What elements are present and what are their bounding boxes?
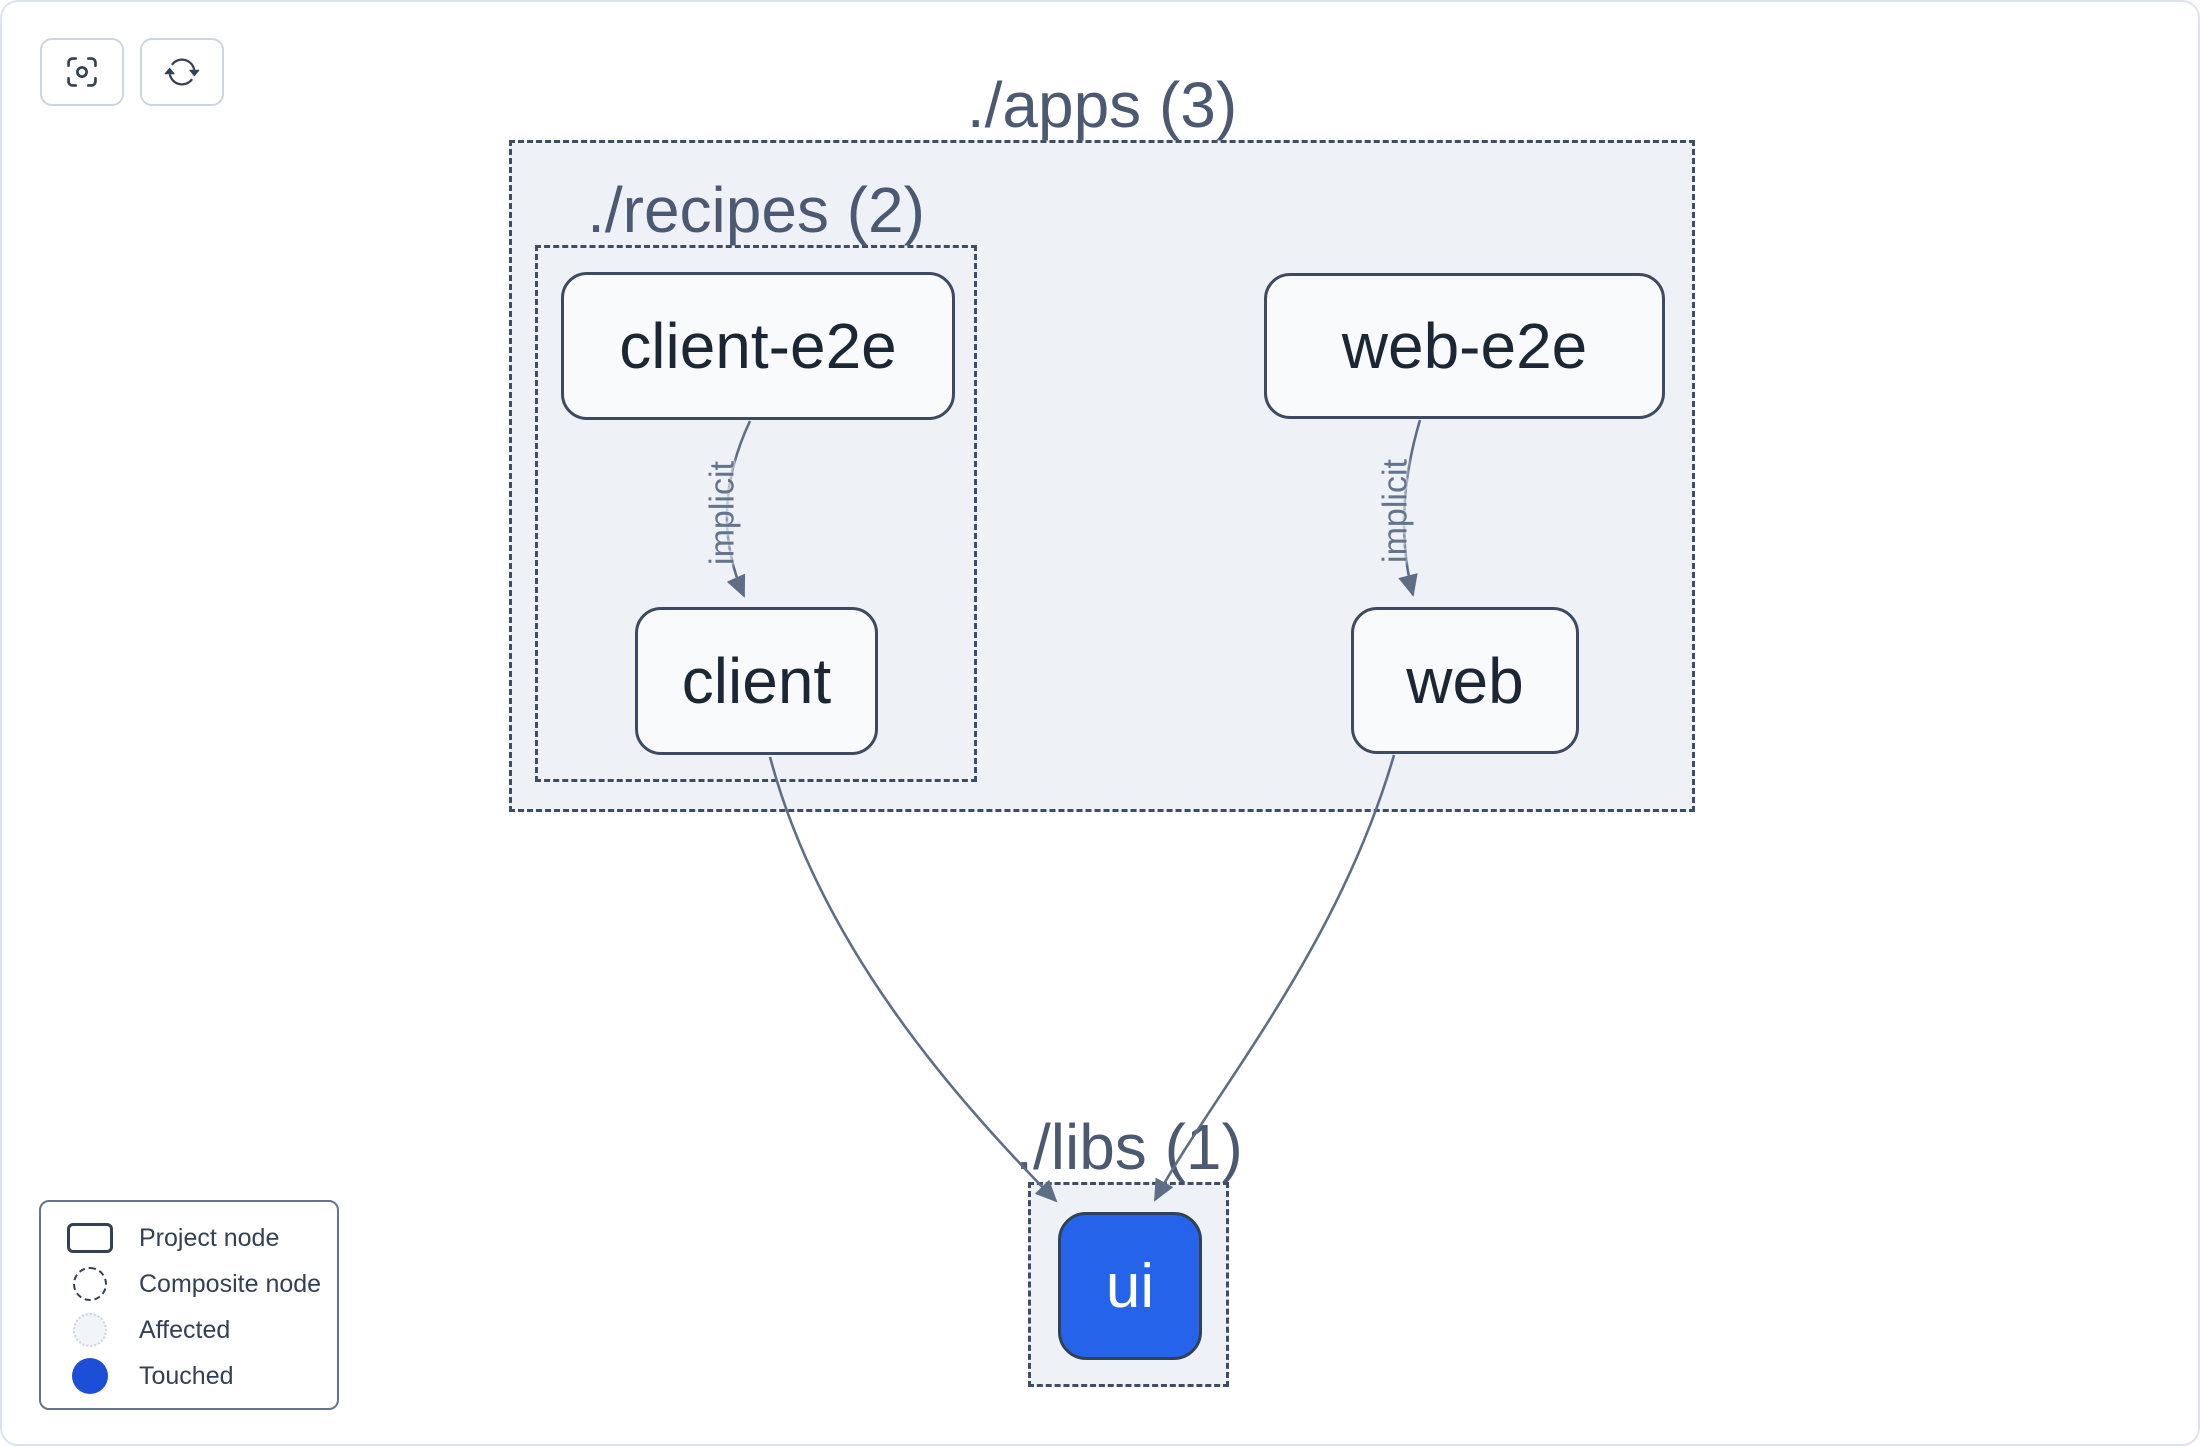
legend-item-touched: Touched bbox=[41, 1354, 337, 1398]
refresh-icon bbox=[164, 58, 200, 86]
legend: Project node Composite node Affected Tou… bbox=[39, 1200, 339, 1410]
project-node-web-e2e[interactable]: web-e2e bbox=[1264, 273, 1665, 419]
project-node-web[interactable]: web bbox=[1351, 607, 1579, 754]
project-node-ui-touched[interactable]: ui bbox=[1058, 1212, 1202, 1360]
legend-label: Project node bbox=[139, 1223, 280, 1252]
edge-client-to-ui[interactable] bbox=[768, 756, 1058, 1203]
container-label-apps: ./apps (3) bbox=[966, 69, 1238, 141]
edge-web-to-ui[interactable] bbox=[1153, 754, 1396, 1202]
touched-swatch bbox=[72, 1358, 108, 1394]
legend-item-composite-node: Composite node bbox=[41, 1262, 337, 1306]
composite-node-swatch bbox=[73, 1267, 107, 1301]
legend-label: Composite node bbox=[139, 1269, 322, 1298]
edge-web-e2e-to-web[interactable] bbox=[1398, 419, 1422, 597]
legend-item-affected: Affected bbox=[41, 1308, 337, 1352]
project-node-client[interactable]: client bbox=[635, 607, 878, 755]
refresh-graph-button[interactable] bbox=[140, 38, 224, 106]
project-node-swatch bbox=[67, 1223, 113, 1253]
legend-item-project-node: Project node bbox=[41, 1216, 337, 1260]
legend-label: Touched bbox=[139, 1361, 234, 1390]
legend-label: Affected bbox=[139, 1315, 231, 1344]
edge-client-e2e-to-client[interactable] bbox=[725, 420, 752, 598]
affected-swatch bbox=[73, 1313, 107, 1347]
viewfinder-icon bbox=[67, 57, 97, 87]
project-node-client-e2e[interactable]: client-e2e bbox=[561, 272, 955, 420]
center-graph-button[interactable] bbox=[40, 38, 124, 106]
